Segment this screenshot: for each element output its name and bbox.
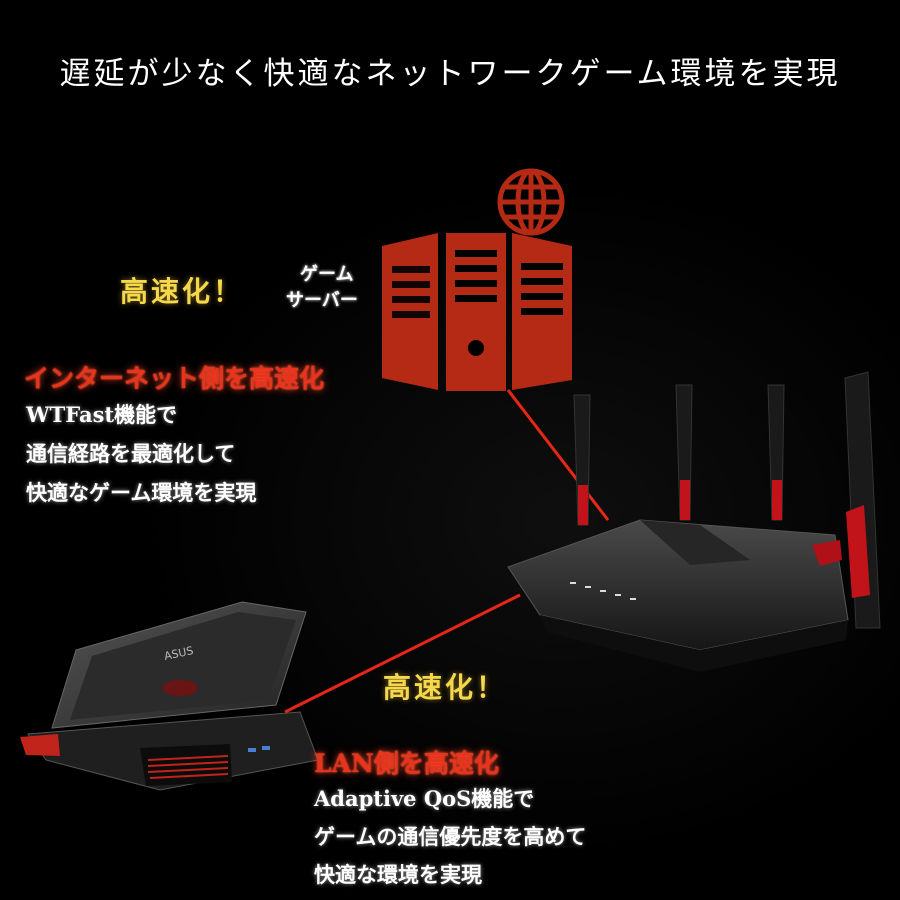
server-speedup-tag: 高速化！ — [120, 275, 245, 308]
server-tower-left — [382, 233, 438, 390]
lan-speedup-tag: 高速化！ — [383, 671, 508, 704]
game-server-caption-line2: サーバー — [286, 290, 358, 311]
server-tower-right — [512, 233, 572, 390]
lan-section-body: Adaptive QoS機能で ゲームの通信優先度を高めて 快適な環境を実現 — [314, 780, 586, 894]
lan-line-3: 快適な環境を実現 — [314, 862, 482, 887]
game-server-icon — [382, 233, 572, 391]
internet-section-body: WTFast機能で 通信経路を最適化して 快適なゲーム環境を実現 — [26, 395, 256, 512]
router-laptop-link — [284, 593, 521, 714]
server-tower-center — [446, 233, 506, 391]
lan-section-heading: LAN側を高速化 — [314, 749, 499, 778]
headline: 遅延が少なく快適なネットワークゲーム環境を実現 — [59, 56, 841, 92]
lan-line-2: ゲームの通信優先度を高めて — [314, 824, 587, 849]
laptop-logo: ASUS — [163, 644, 195, 663]
game-server-caption-line1: ゲーム — [300, 264, 354, 285]
internet-line-1: WTFast機能で — [26, 402, 178, 427]
internet-line-3: 快適なゲーム環境を実現 — [26, 480, 257, 505]
lan-line-1: Adaptive QoS機能で — [314, 786, 535, 811]
router-image — [507, 371, 881, 672]
globe-icon — [497, 168, 565, 236]
server-router-link — [506, 389, 610, 521]
internet-section-heading: インターネット側を高速化 — [24, 364, 325, 393]
laptop-image: ASUS — [20, 601, 319, 791]
internet-line-2: 通信経路を最適化して — [26, 441, 236, 466]
game-server-caption: ゲーム サーバー — [286, 262, 358, 314]
